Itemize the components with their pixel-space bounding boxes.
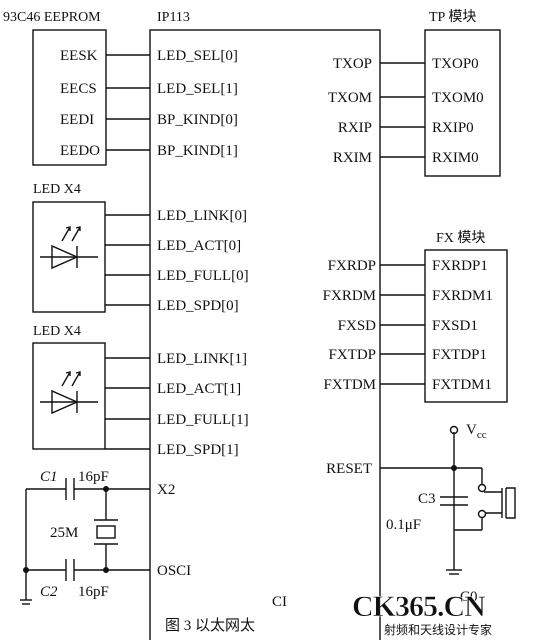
ic-right-pin: FXTDM [323, 377, 376, 393]
tp-module-box [424, 29, 501, 177]
ic-left-pin: LED_SEL[1] [157, 81, 238, 97]
tp-pin: TXOM0 [432, 90, 484, 106]
c3-value: 0.1μF [386, 517, 421, 533]
eeprom-header: 93C46 EEPROM [3, 10, 101, 25]
ic-left-pin: OSCI [157, 563, 191, 579]
led-a-header: LED X4 [33, 182, 81, 197]
figure-caption: 图 3 以太网太 [165, 617, 255, 634]
ic-left-pin: LED_ACT[1] [157, 381, 241, 397]
tp-pin: RXIP0 [432, 120, 474, 136]
c0-partial-label: C0 [460, 589, 478, 605]
watermark-logo-text: CK365.CN [352, 590, 486, 623]
ic-right-pin: TXOP [333, 56, 372, 72]
eeprom-pin: EEDI [60, 112, 94, 128]
ic-right-pin: RXIM [333, 150, 372, 166]
reset-button-contact [477, 509, 487, 519]
ic-left-pin: LED_FULL[0] [157, 268, 249, 284]
ic-right-pin: FXSD [338, 318, 377, 334]
ic-left-pin: LED_SPD[0] [157, 298, 239, 314]
reset-button-contact [477, 483, 487, 493]
osci-junction [103, 567, 109, 573]
ic-left-pin: X2 [157, 482, 175, 498]
watermark-tagline: 射频和天线设计专家 [384, 622, 492, 637]
fx-pin: FXSD1 [432, 318, 478, 334]
ic-right-pin: FXRDP [328, 258, 376, 274]
c2-label: C2 [40, 584, 58, 600]
watermark-logo: CK365.CN 射频和天线设计专家 [352, 590, 492, 637]
c1-value: 16pF [78, 469, 109, 485]
ic-right-pin: RESET [326, 461, 372, 477]
ic-right-pin: TXOM [328, 90, 372, 106]
led-box-a [32, 201, 106, 313]
x2-junction [103, 486, 109, 492]
led-diode-icon-b [40, 371, 98, 415]
led-diode-icon-a [40, 226, 98, 270]
ic-left-pin: LED_LINK[1] [157, 351, 247, 367]
ic-right-pin: FXTDP [328, 347, 376, 363]
ic-left-pin: LED_SEL[0] [157, 48, 238, 64]
fx-pin: FXRDM1 [432, 288, 493, 304]
fx-pin: FXRDP1 [432, 258, 488, 274]
led-box-b [32, 342, 106, 450]
reset-junction [451, 465, 457, 471]
ci-partial-label: CI [272, 594, 287, 610]
osc-junction [23, 567, 29, 573]
crystal-circuit [20, 478, 150, 605]
eeprom-box [32, 29, 107, 166]
ic-left-pin: LED_FULL[1] [157, 412, 249, 428]
tp-pin: TXOP0 [432, 56, 479, 72]
fx-pin: FXTDM1 [432, 377, 492, 393]
tp-pin: RXIM0 [432, 150, 479, 166]
fx-module-header: FX 模块 [436, 230, 485, 246]
eeprom-pin: EESK [60, 48, 98, 64]
fx-module-box [424, 249, 508, 403]
ic-left-pin: BP_KIND[0] [157, 112, 238, 128]
led-b-header: LED X4 [33, 324, 81, 339]
reset-circuit [380, 432, 516, 575]
vcc-terminal [449, 425, 459, 435]
crystal-label: 25M [50, 525, 78, 541]
eeprom-pin: EEDO [60, 143, 100, 159]
ip113-chip-box [149, 29, 381, 640]
eeprom-pin: EECS [60, 81, 97, 97]
ic-right-pin: RXIP [338, 120, 372, 136]
ic-left-pin: LED_SPD[1] [157, 442, 239, 458]
vcc-label: Vcc [466, 422, 487, 441]
c3-label: C3 [418, 491, 436, 507]
ip113-header: IP113 [157, 10, 190, 25]
tp-module-header: TP 模块 [429, 9, 476, 25]
c1-label: C1 [40, 469, 58, 485]
ic-left-pin: BP_KIND[1] [157, 143, 238, 159]
fx-pin: FXTDP1 [432, 347, 487, 363]
c2-value: 16pF [78, 584, 109, 600]
ic-left-pin: LED_LINK[0] [157, 208, 247, 224]
ic-right-pin: FXRDM [323, 288, 376, 304]
ic-left-pin: LED_ACT[0] [157, 238, 241, 254]
